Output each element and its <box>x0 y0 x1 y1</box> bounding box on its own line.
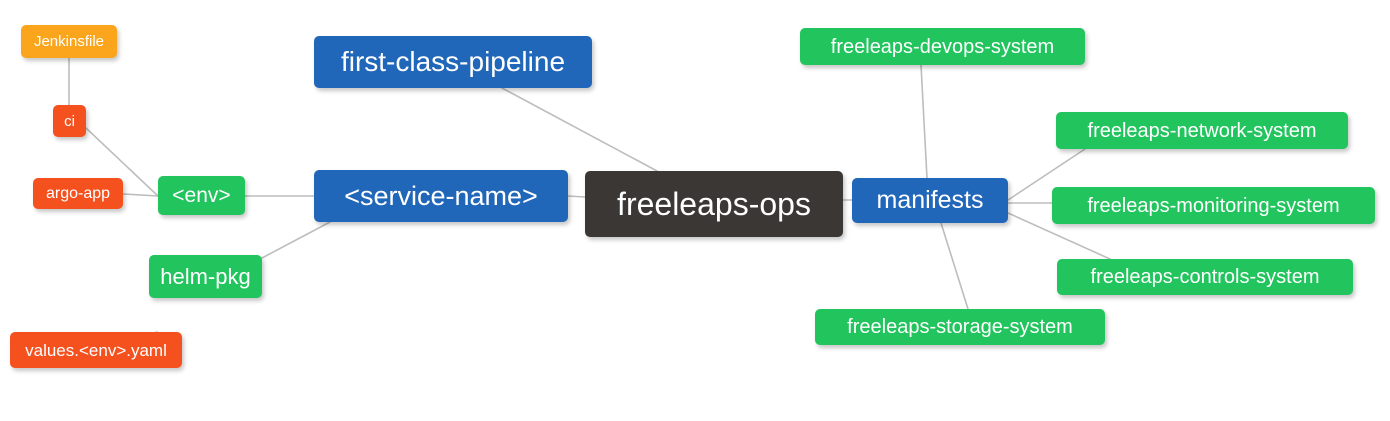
node-label: freeleaps-devops-system <box>830 35 1055 58</box>
edge-manifests-to-freeleaps-devops-system <box>920 64 928 179</box>
mindmap-node-manifests[interactable]: manifests <box>852 178 1008 223</box>
edge-first-class-pipeline-to-freeleaps-ops <box>501 87 658 172</box>
mindmap-node-service-name[interactable]: <service-name> <box>314 170 568 222</box>
node-label: <env> <box>172 184 231 207</box>
node-label: argo-app <box>45 184 111 202</box>
mindmap-node-first-class-pipeline[interactable]: first-class-pipeline <box>314 36 592 88</box>
mindmap-node-jenkinsfile[interactable]: Jenkinsfile <box>21 25 117 58</box>
mindmap-node-values-yaml[interactable]: values.<env>.yaml <box>10 332 182 368</box>
node-label: helm-pkg <box>160 263 251 289</box>
node-label: freeleaps-network-system <box>1087 119 1317 142</box>
mindmap-node-helm-pkg[interactable]: helm-pkg <box>149 255 262 298</box>
node-label: freeleaps-storage-system <box>847 316 1073 338</box>
mindmap-node-freeleaps-monitoring-system[interactable]: freeleaps-monitoring-system <box>1052 187 1375 224</box>
node-label: ci <box>64 112 75 130</box>
mindmap-node-ci[interactable]: ci <box>53 105 86 137</box>
mindmap-node-freeleaps-controls-system[interactable]: freeleaps-controls-system <box>1057 259 1353 295</box>
node-label: freeleaps-ops <box>617 186 811 222</box>
mindmap-node-freeleaps-ops[interactable]: freeleaps-ops <box>585 171 843 237</box>
node-label: values.<env>.yaml <box>25 340 167 360</box>
mindmap-node-freeleaps-devops-system[interactable]: freeleaps-devops-system <box>800 28 1085 65</box>
edge-helm-pkg-to-service-name <box>261 221 331 259</box>
node-label: first-class-pipeline <box>340 46 566 77</box>
edge-service-name-to-freeleaps-ops <box>567 195 586 198</box>
edge-argo-app-to-env <box>122 193 159 197</box>
node-label: <service-name> <box>344 180 538 211</box>
edge-manifests-to-freeleaps-storage-system <box>940 222 969 310</box>
node-label: Jenkinsfile <box>33 33 105 50</box>
node-label: freeleaps-monitoring-system <box>1087 194 1340 217</box>
mindmap-node-freeleaps-storage-system[interactable]: freeleaps-storage-system <box>815 309 1105 345</box>
node-label: freeleaps-controls-system <box>1090 266 1320 288</box>
mindmap-node-env[interactable]: <env> <box>158 176 245 215</box>
node-label: manifests <box>876 186 984 214</box>
mindmap-node-freeleaps-network-system[interactable]: freeleaps-network-system <box>1056 112 1348 149</box>
mindmap-node-argo-app[interactable]: argo-app <box>33 178 123 209</box>
